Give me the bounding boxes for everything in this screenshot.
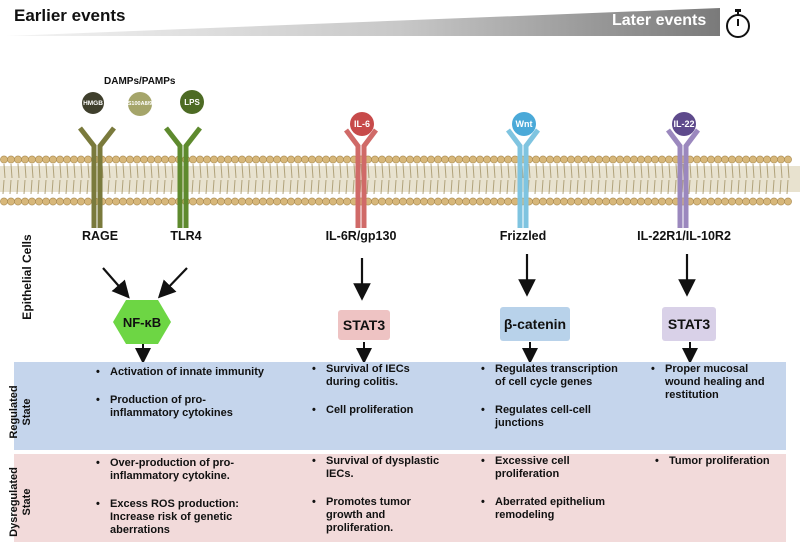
regulated-col-il6: Survival of IECs during colitis. Cell pr… [312,363,442,432]
il22r-receptor [666,128,700,228]
list-item: Excess ROS production: Increase risk of … [96,498,276,537]
ligand-lps: LPS [180,90,204,114]
receptor-label-frizzled: Frizzled [499,229,547,243]
list-item: Survival of dysplastic IECs. [312,455,442,481]
ligand-il22: IL-22 [672,112,696,136]
list-item: Production of pro-inflammatory cytokines [96,394,266,420]
cell-membrane [0,155,800,206]
receptor-label-rage: RAGE [81,229,119,243]
effector-stat3-il22: STAT3 [662,307,716,341]
regulated-col-nfkb: Activation of innate immunity Production… [96,366,266,435]
signal-arrows [102,254,698,364]
il6r-receptor [344,128,378,228]
earlier-events-label: Earlier events [14,6,126,25]
dysregulated-col-wnt: Excessive cell proliferation Aberrated e… [481,455,621,537]
receptor-label-il22r: IL-22R1/IL-10R2 [637,229,731,243]
damps-pamps-label: DAMPs/PAMPs [104,76,176,87]
ligand-wnt: Wnt [512,112,536,136]
frizzled-receptor [506,128,540,228]
ligand-il6: IL-6 [350,112,374,136]
regulated-col-il22: Proper mucosal wound healing and restitu… [651,363,781,417]
dysregulated-state-label: Dysregulated State [8,467,33,537]
list-item: Proper mucosal wound healing and restitu… [651,363,781,402]
list-item: Regulates transcription of cell cycle ge… [481,363,621,389]
list-item: Aberrated epithelium remodeling [481,496,621,522]
list-item: Over-production of pro-inflammatory cyto… [96,457,276,483]
list-item: Cell proliferation [312,404,442,417]
list-item: Tumor proliferation [655,455,795,468]
rage-receptor [78,126,116,228]
receptor-label-il6r: IL-6R/gp130 [325,229,397,243]
receptor-layer [78,126,700,228]
dysregulated-col-il6: Survival of dysplastic IECs. Promotes tu… [312,455,442,550]
dysregulated-col-nfkb: Over-production of pro-inflammatory cyto… [96,457,276,552]
timeline-bar [6,8,720,36]
tlr4-receptor [164,126,202,228]
ligand-s100a8-9: S100A8/9 [128,92,152,116]
list-item: Regulates cell-cell junctions [481,404,621,430]
regulated-col-wnt: Regulates transcription of cell cycle ge… [481,363,621,445]
ligand-hmgb: HMGB [82,92,104,114]
stopwatch-icon [726,9,750,38]
receptor-label-tlr4: TLR4 [170,229,202,243]
effector-nfkb: NF-κB [122,314,162,330]
effector-stat3-il6: STAT3 [338,310,390,340]
dysregulated-col-il22: Tumor proliferation [655,455,795,483]
list-item: Survival of IECs during colitis. [312,363,442,389]
regulated-state-label: Regulated State [8,385,33,439]
later-events-label: Later events [612,12,707,29]
list-item: Excessive cell proliferation [481,455,621,481]
nfkb-hexagon [113,300,171,344]
list-item: Promotes tumor growth and proliferation. [312,496,442,535]
list-item: Activation of innate immunity [96,366,266,379]
effector-beta-catenin: β-catenin [500,307,570,341]
